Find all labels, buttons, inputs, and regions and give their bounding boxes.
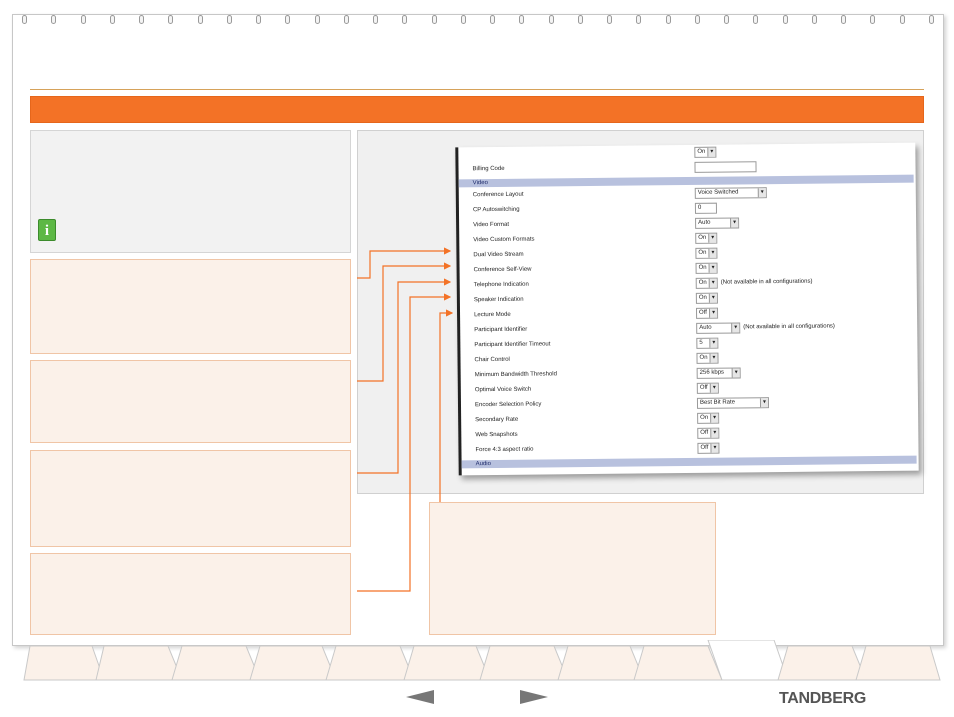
chapter-tab bbox=[249, 645, 337, 681]
binder-ring bbox=[256, 15, 261, 24]
binder-ring bbox=[607, 15, 612, 24]
binder-ring bbox=[636, 15, 642, 24]
binder-ring bbox=[899, 15, 905, 24]
chapter-tab-active bbox=[707, 640, 789, 681]
binder-ring bbox=[811, 15, 817, 24]
next-page-arrow-icon[interactable] bbox=[520, 690, 548, 704]
binder-rings bbox=[22, 15, 934, 27]
chapter-tab bbox=[95, 645, 183, 681]
chapter-tab bbox=[633, 645, 723, 681]
binder-ring bbox=[226, 15, 232, 24]
chapter-tab bbox=[855, 645, 941, 681]
info-panel: i bbox=[30, 130, 351, 253]
binder-ring bbox=[928, 15, 934, 24]
chapter-tabs bbox=[23, 640, 941, 681]
binder-ring bbox=[870, 15, 876, 24]
brand-logo: TANDBERG bbox=[779, 690, 867, 707]
binder-ring bbox=[109, 15, 115, 24]
binder-ring bbox=[168, 15, 174, 24]
section-title-bar bbox=[30, 96, 924, 123]
info-icon: i bbox=[38, 219, 56, 241]
chapter-tab bbox=[557, 645, 645, 681]
header-divider bbox=[30, 89, 924, 90]
chapter-tab bbox=[325, 645, 415, 681]
callout-panel-2 bbox=[30, 360, 351, 443]
binder-ring bbox=[724, 15, 729, 24]
arrow-telephone bbox=[357, 278, 452, 474]
binder-ring bbox=[431, 15, 437, 24]
binder-ring bbox=[782, 15, 788, 24]
chapter-tab bbox=[171, 645, 261, 681]
binder-ring bbox=[694, 15, 700, 24]
binder-ring bbox=[460, 15, 466, 24]
binder-ring bbox=[285, 15, 291, 24]
binder-ring bbox=[51, 15, 57, 24]
binder-ring bbox=[402, 15, 408, 24]
binder-ring bbox=[197, 15, 203, 24]
callout-panel-1 bbox=[30, 259, 351, 354]
callout-panel-5 bbox=[429, 502, 716, 635]
binder-ring bbox=[665, 15, 671, 24]
binder-ring bbox=[841, 15, 846, 24]
callout-panel-4 bbox=[30, 553, 351, 635]
chapter-tab bbox=[403, 645, 491, 681]
binder-ring bbox=[577, 15, 583, 24]
binder-ring bbox=[22, 15, 27, 24]
binder-ring bbox=[343, 15, 349, 24]
binder-ring bbox=[753, 15, 759, 24]
binder-ring bbox=[139, 15, 144, 24]
arrow-self-view bbox=[357, 262, 452, 382]
binder-ring bbox=[519, 15, 525, 24]
binder-ring bbox=[490, 15, 495, 24]
chapter-tab bbox=[777, 645, 867, 681]
chapter-tab bbox=[23, 645, 105, 681]
arrow-lecture bbox=[439, 309, 454, 502]
binder-ring bbox=[373, 15, 378, 24]
arrow-speaker bbox=[357, 293, 452, 592]
binder-ring bbox=[314, 15, 320, 24]
arrow-dual-video bbox=[357, 247, 452, 279]
chapter-tab bbox=[479, 645, 569, 681]
binder-ring bbox=[80, 15, 86, 24]
previous-page-arrow-icon[interactable] bbox=[406, 690, 434, 704]
callout-panel-3 bbox=[30, 450, 351, 547]
binder-ring bbox=[548, 15, 554, 24]
